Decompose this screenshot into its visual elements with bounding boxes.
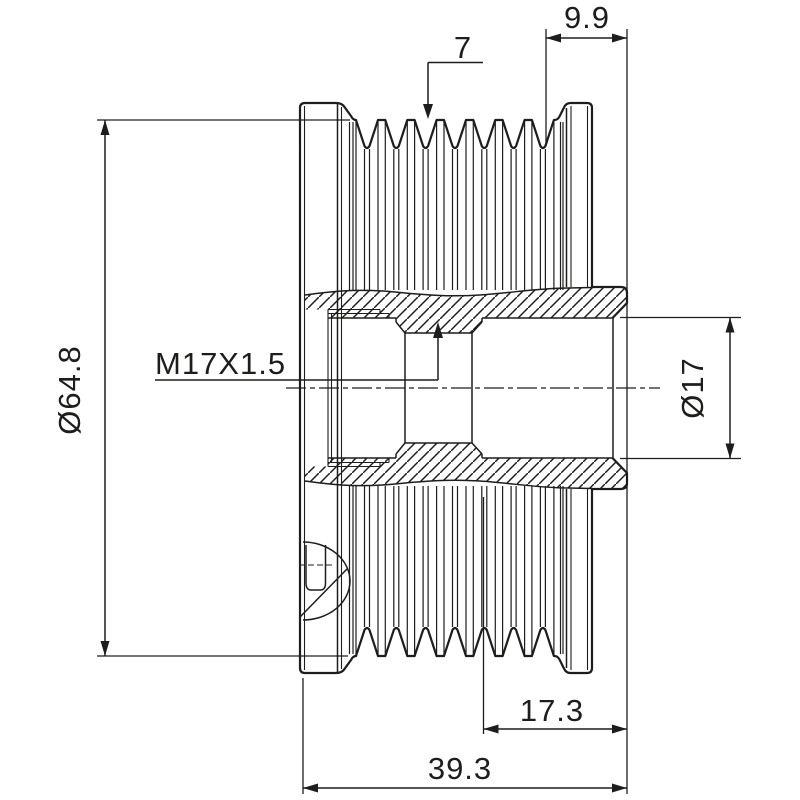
cap-arc <box>302 541 351 621</box>
hatch-lower-hub <box>305 443 627 489</box>
cap-slot <box>305 545 327 591</box>
dimension-bore-diameter: Ø17 <box>620 316 741 460</box>
dim-39-3-label: 39.3 <box>428 751 492 786</box>
arrowhead-up-icon <box>100 120 110 135</box>
dim-rib-count-label: 7 <box>454 30 472 65</box>
dimension-bore-depth: 17.3 <box>482 497 627 734</box>
arrowhead-down-icon <box>100 641 110 656</box>
arrowhead-down-icon <box>725 443 735 459</box>
shell-inner-surface-upper <box>304 286 593 297</box>
section-hatching <box>304 286 627 490</box>
hatch-upper-hub <box>305 287 627 333</box>
shell-inner-surface-lower <box>304 479 593 490</box>
dim-outer-dia-label: Ø64.8 <box>52 345 87 434</box>
arrowhead-left-icon <box>546 33 561 43</box>
arrowhead-up-icon <box>433 322 443 338</box>
dimension-total-width: 39.3 <box>302 678 627 794</box>
dim-17-3-label: 17.3 <box>520 693 584 728</box>
arrowhead-right-icon <box>612 724 627 734</box>
dimension-rib-count: 7 <box>423 30 483 119</box>
dim-thread-label: M17X1.5 <box>155 346 286 381</box>
dim-bore-dia-label: Ø17 <box>675 357 710 419</box>
dimension-hub-protrusion: 9.9 <box>545 0 628 794</box>
arrowhead-right-icon <box>612 783 627 793</box>
dim-9-9-label: 9.9 <box>564 0 610 35</box>
arrowhead-left-icon <box>303 783 318 793</box>
cap-chord-line <box>299 568 348 618</box>
outline-top-half <box>298 101 594 670</box>
rib-groove-stripes <box>348 121 564 655</box>
arrowhead-left-icon <box>483 724 499 734</box>
arrowhead-right-icon <box>612 33 627 43</box>
arrowhead-up-icon <box>725 317 735 333</box>
dimension-outer-diameter: Ø64.8 <box>52 119 350 657</box>
outline-bottom-half <box>298 487 594 675</box>
cap-detail <box>299 541 351 621</box>
dimension-thread-spec: M17X1.5 <box>155 322 443 381</box>
arrowhead-down-icon <box>423 104 433 119</box>
